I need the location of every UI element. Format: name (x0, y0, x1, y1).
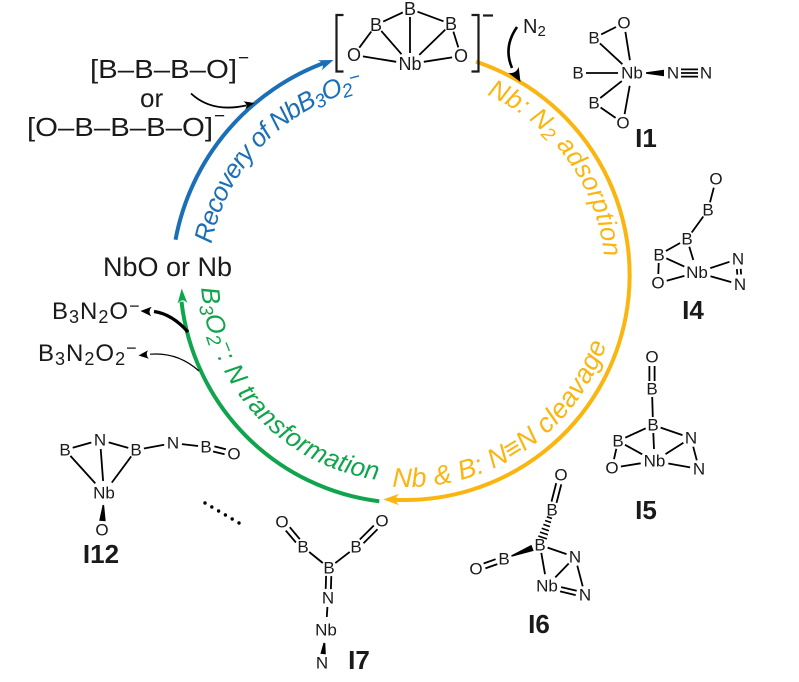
svg-text:Nb: Nb (93, 484, 115, 503)
svg-text:O: O (617, 14, 630, 33)
svg-text:B: B (612, 432, 623, 451)
svg-text:B: B (572, 64, 583, 83)
svg-text:O: O (227, 445, 240, 464)
svg-text:N: N (732, 250, 744, 269)
svg-text:O: O (651, 274, 664, 293)
svg-text:B: B (130, 441, 141, 460)
svg-text:O: O (347, 45, 361, 65)
svg-text:O: O (605, 459, 618, 478)
svg-text:O: O (709, 170, 722, 189)
svg-text:B: B (647, 416, 658, 435)
svg-text:[B–B–B–O]: [B–B–B–O] (90, 54, 237, 84)
svg-text:B: B (681, 230, 692, 249)
svg-text:B: B (653, 246, 664, 265)
svg-text:N: N (167, 434, 179, 453)
svg-text:B: B (546, 501, 557, 520)
svg-text:B3N2O−: B3N2O− (52, 296, 141, 327)
svg-text:N: N (734, 275, 746, 294)
svg-text:N: N (94, 431, 106, 450)
svg-text:Nb: Nb (398, 54, 421, 74)
svg-text:B: B (646, 380, 657, 399)
svg-text:B: B (702, 201, 713, 220)
svg-text:I5: I5 (635, 495, 657, 525)
svg-text:−: − (214, 106, 225, 127)
svg-text:O: O (375, 512, 388, 531)
svg-text:NbO or Nb: NbO or Nb (103, 252, 232, 282)
svg-text:O: O (616, 114, 629, 133)
svg-text:O: O (275, 513, 288, 532)
svg-text:−: − (238, 48, 249, 69)
svg-text:N: N (569, 548, 581, 567)
svg-text:B: B (350, 538, 361, 557)
svg-text:B: B (200, 438, 211, 457)
svg-text:Nb: Nb (621, 64, 643, 83)
svg-text:I4: I4 (682, 295, 704, 325)
svg-text:B: B (445, 14, 457, 34)
svg-text:[O–B–B–B–O]: [O–B–B–B–O] (27, 112, 213, 142)
svg-text:B: B (588, 94, 599, 113)
svg-text:Nb: Nb (315, 621, 337, 640)
svg-text:N: N (579, 586, 591, 605)
svg-text:Nb: Nb (644, 452, 666, 471)
svg-text:B: B (534, 536, 545, 555)
svg-text:I1: I1 (635, 123, 657, 153)
svg-text:I12: I12 (83, 539, 119, 569)
svg-text:O: O (554, 466, 567, 485)
svg-text:Nb: Nb (686, 263, 708, 282)
svg-text:I6: I6 (528, 609, 550, 639)
svg-text:N: N (316, 654, 328, 673)
svg-text:or: or (140, 83, 163, 113)
svg-text:B: B (588, 29, 599, 48)
svg-text:B: B (498, 550, 509, 569)
svg-text:B: B (404, 0, 416, 19)
svg-text:O: O (645, 348, 658, 367)
svg-text:N: N (685, 429, 697, 448)
svg-text:Nb: Nb (536, 577, 558, 596)
svg-text:N: N (667, 64, 679, 83)
svg-text:O: O (454, 46, 468, 66)
svg-text:N: N (322, 589, 334, 608)
svg-text:N: N (693, 460, 705, 479)
svg-text:O: O (469, 560, 482, 579)
svg-text:I7: I7 (348, 645, 370, 675)
svg-text:O: O (95, 521, 108, 540)
svg-text:B: B (59, 441, 70, 460)
svg-text:B: B (323, 559, 334, 578)
svg-text:N: N (700, 64, 712, 83)
svg-text:B: B (297, 538, 308, 557)
svg-text:B: B (370, 15, 382, 35)
